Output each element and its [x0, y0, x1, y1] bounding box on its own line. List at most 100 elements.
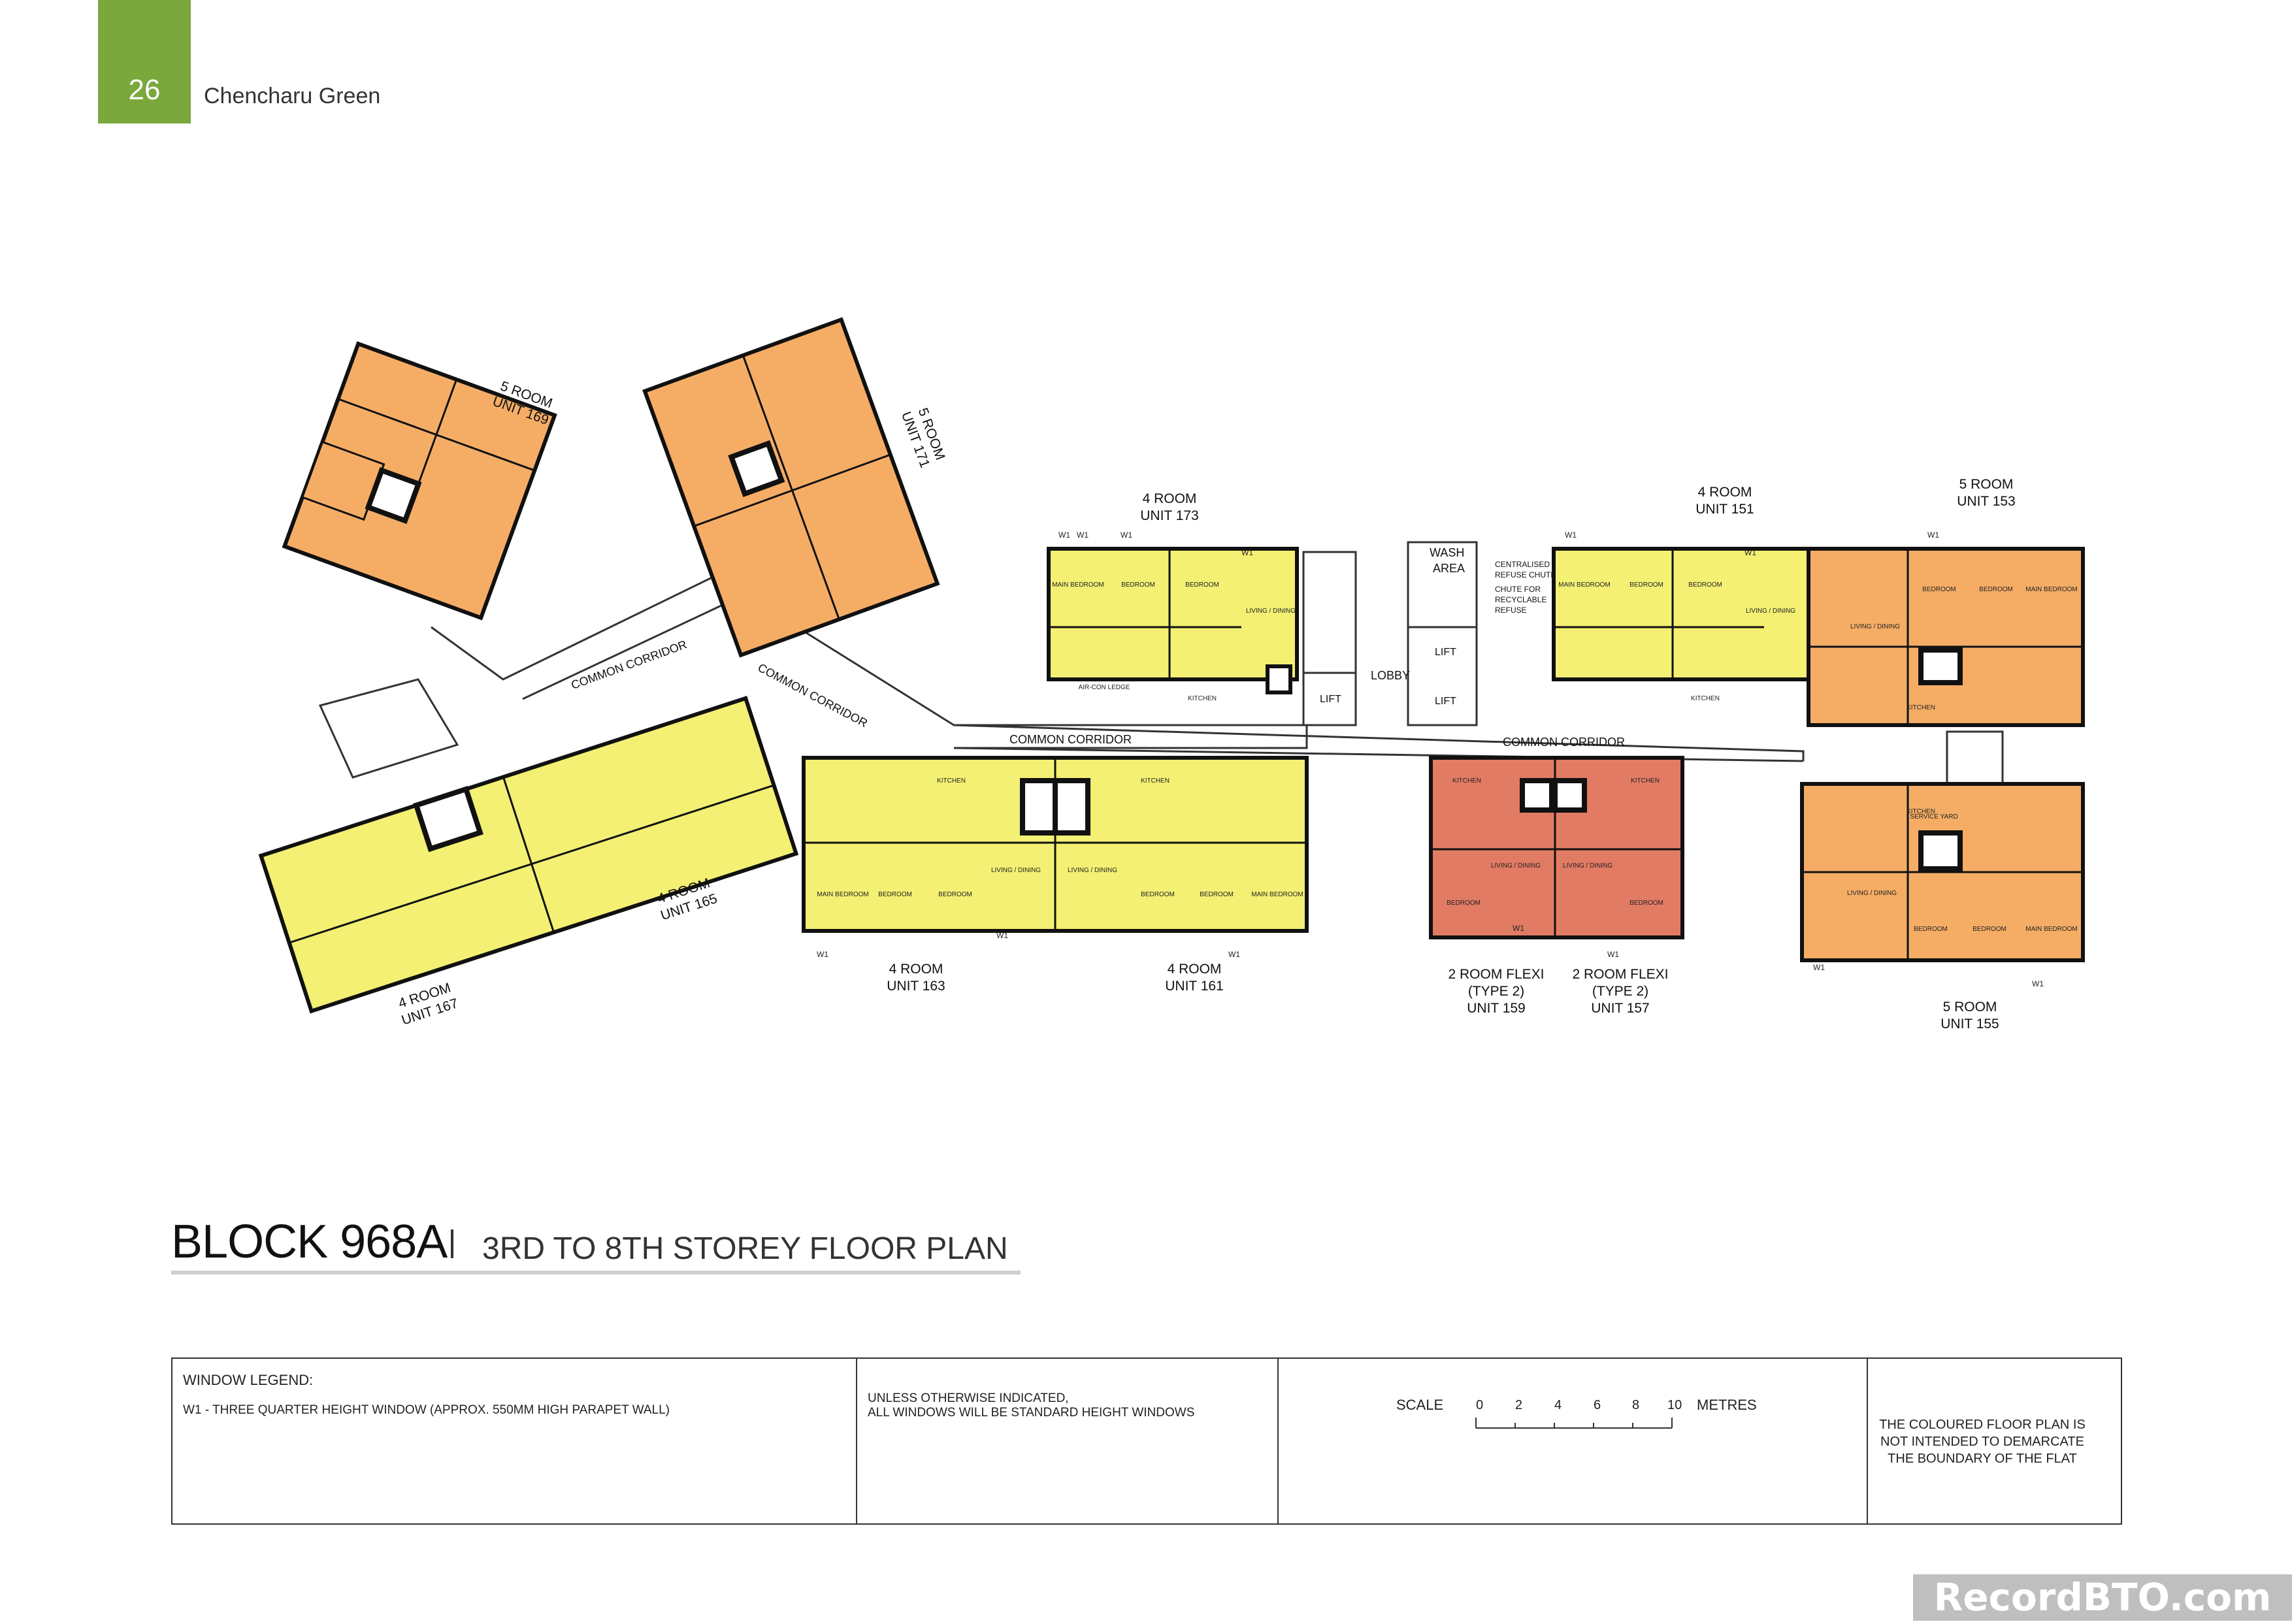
room-label: KITCHEN [1141, 777, 1170, 785]
room-label: BEDROOM [1688, 581, 1722, 589]
unit-151 [1552, 547, 1810, 681]
scale-tick: 0 [1476, 1398, 1484, 1412]
lobby-label: LOBBY [1371, 669, 1410, 682]
window-legend-w1: W1 - THREE QUARTER HEIGHT WINDOW (APPROX… [183, 1403, 670, 1417]
lift-shaft [1407, 626, 1478, 726]
unit-151-number: UNIT 151 [1695, 502, 1754, 517]
corridor-label: COMMON CORRIDOR [1009, 733, 1132, 746]
window-legend-title: WINDOW LEGEND: [183, 1372, 314, 1388]
room-label: MAIN BEDROOM [817, 891, 868, 898]
scale-tick: 6 [1594, 1398, 1601, 1412]
window-label: W1 [1927, 530, 1939, 540]
room-label: MAIN BEDROOM [2025, 586, 2077, 593]
title-separator [451, 1229, 453, 1258]
unit-157-type: 2 ROOM FLEXI [1572, 967, 1668, 982]
coloured-note-line2: NOT INTENDED TO DEMARCATE [1880, 1435, 2084, 1449]
shelter-161 [1053, 778, 1090, 836]
unit-153-type: 5 ROOM [1959, 477, 2014, 492]
unit-157-number: UNIT 157 [1591, 1001, 1650, 1016]
window-label: W1 [1813, 963, 1825, 972]
room-label: BEDROOM [1979, 586, 2013, 593]
room-label: KITCHEN [1452, 777, 1481, 785]
room-label: LIVING / DINING [1246, 608, 1296, 615]
unit-171 [642, 317, 940, 658]
unit-151-floor [1552, 547, 1810, 681]
core-area [318, 541, 2004, 798]
room-label: LIVING / DINING [1746, 608, 1795, 615]
watermark: RecordBTO.com [1913, 1574, 2292, 1621]
room-label: MAIN BEDROOM [1558, 581, 1610, 589]
unit-161-type: 4 ROOM [1168, 962, 1222, 977]
unit-173 [1047, 547, 1299, 694]
window-label: W1 [1565, 530, 1577, 540]
unit-173-type: 4 ROOM [1143, 491, 1197, 506]
unit-153 [1807, 547, 2085, 727]
window-note-line1: UNLESS OTHERWISE INDICATED, [868, 1391, 1069, 1405]
room-label: MAIN BEDROOM [1052, 581, 1104, 589]
coloured-note-cell: THE COLOURED FLOOR PLAN IS NOT INTENDED … [1868, 1359, 2121, 1523]
room-label: KITCHEN [1907, 704, 1935, 711]
room-label: BEDROOM [1185, 581, 1219, 589]
room-label: KITCHEN [1691, 695, 1720, 702]
room-label: BEDROOM [1447, 900, 1481, 907]
window-note-cell: UNLESS OTHERWISE INDICATED, ALL WINDOWS … [857, 1359, 1279, 1523]
window-label: W1 [2032, 979, 2044, 988]
unit-169 [282, 341, 557, 621]
unit-159-type: 2 ROOM FLEXI [1448, 967, 1544, 982]
corridor-label: COMMON CORRIDOR [756, 661, 870, 730]
units-159-157 [1429, 756, 1684, 939]
unit-153-number: UNIT 153 [1957, 494, 2016, 509]
room-label: BEDROOM [1629, 581, 1663, 589]
scale-units: METRES [1697, 1397, 1757, 1413]
corridor-right [953, 724, 1805, 761]
window-label: W1 [1121, 530, 1132, 540]
corridor-label: COMMON CORRIDOR [1503, 736, 1625, 749]
page-number-badge: 26 [98, 0, 191, 123]
shelter-163 [1020, 778, 1058, 836]
room-label: BEDROOM [1121, 581, 1155, 589]
window-label: W1 [1077, 530, 1089, 540]
room-label: LIVING / DINING [1850, 623, 1900, 630]
room-label: LIVING / DINING [991, 867, 1041, 874]
room-label: MAIN BEDROOM [2025, 926, 2077, 933]
window-legend-cell: WINDOW LEGEND: W1 - THREE QUARTER HEIGHT… [172, 1359, 857, 1523]
lift-label: LIFT [1320, 694, 1341, 705]
scale-cell: SCALE 0 2 4 6 8 10 METRES [1279, 1359, 1868, 1523]
room-label: BEDROOM [1973, 926, 2006, 933]
refuse-label-2: REFUSE CHUTE [1495, 570, 1556, 579]
window-label: W1 [1744, 548, 1756, 557]
unit-169-shelter [365, 467, 422, 525]
window-label: W1 [1228, 950, 1240, 959]
refuse-label-3: CHUTE FOR [1495, 585, 1541, 594]
block-title: BLOCK 968A [171, 1216, 448, 1268]
window-labels: W1 W1 W1 W1 W1 W1 W1 W1 W1 W1 W1 W1 W1 W… [817, 530, 2044, 988]
unit-153-floor [1807, 547, 2085, 727]
window-note-line2: ALL WINDOWS WILL BE STANDARD HEIGHT WIND… [868, 1406, 1195, 1420]
unit-159-subtype: (TYPE 2) [1468, 984, 1524, 999]
room-label: LIVING / DINING [1563, 862, 1613, 869]
project-name: Chencharu Green [204, 84, 381, 108]
window-label: W1 [1513, 924, 1524, 933]
corridor-left-mid [522, 593, 1308, 749]
corridor-label: COMMON CORRIDOR [569, 638, 689, 692]
room-label: SERVICE YARD [1910, 813, 1957, 820]
corridor-upper-left [431, 547, 772, 681]
coloured-note-line1: THE COLOURED FLOOR PLAN IS [1879, 1418, 2086, 1432]
unit-157-subtype: (TYPE 2) [1592, 984, 1648, 999]
lift-label: LIFT [1435, 696, 1456, 707]
unit-155-type: 5 ROOM [1943, 999, 1997, 1015]
units-163-161 [802, 756, 1309, 933]
refuse-label-1: CENTRALISED [1495, 560, 1550, 569]
room-label: KITCHEN [1188, 695, 1217, 702]
window-note: UNLESS OTHERWISE INDICATED, ALL WINDOWS … [868, 1391, 1194, 1420]
window-label: W1 [1058, 530, 1070, 540]
refuse-label-4: RECYCLABLE [1495, 595, 1547, 604]
unit-173-floor [1047, 547, 1299, 681]
lift-label: LIFT [1435, 647, 1456, 658]
legend-box: WINDOW LEGEND: W1 - THREE QUARTER HEIGHT… [171, 1357, 2122, 1525]
lift-left [1302, 672, 1357, 726]
room-label: BEDROOM [1629, 900, 1663, 907]
room-label: BEDROOM [1914, 926, 1948, 933]
